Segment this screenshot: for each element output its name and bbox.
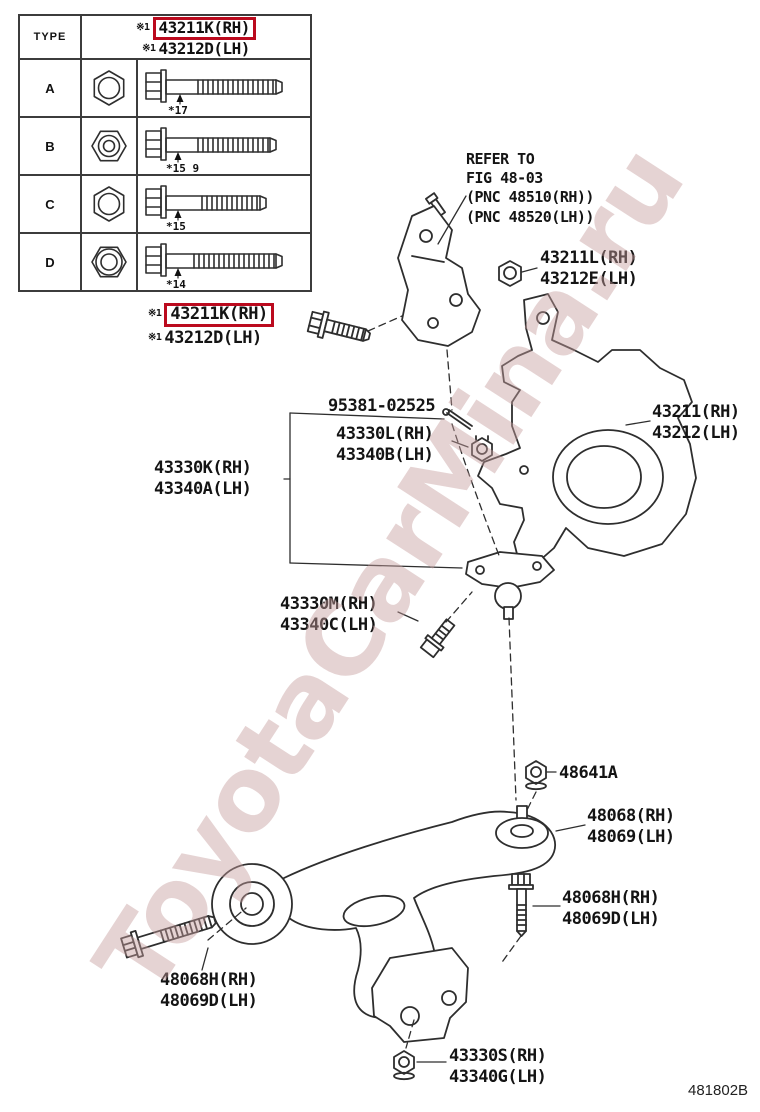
callout-arm-bolt-rear: 48068H(RH) 48069D(LH) <box>160 970 258 1011</box>
fender-apron-bracket-drawing <box>397 192 481 347</box>
callout-balljoint-assy: 43330K(RH) 43340A(LH) <box>154 458 252 499</box>
nut-c-cell <box>80 174 138 234</box>
bolt-b-dimension: *15 9 <box>166 162 199 174</box>
balljoint-nut-drawing <box>471 435 493 462</box>
nut-d-cell <box>80 232 138 292</box>
ref-mark: ※1 <box>148 331 162 343</box>
knuckle-nut-drawing <box>498 260 522 287</box>
type-b-cell: B <box>18 116 82 176</box>
part-number-lh: 43212D(LH) <box>164 327 262 348</box>
type-a-cell: A <box>18 58 82 118</box>
steering-knuckle-drawing <box>477 293 697 563</box>
arm-front-bolt-drawing <box>508 873 534 937</box>
spec-row-c: C *15 <box>18 174 312 234</box>
bolt-a-icon: *17 <box>145 69 283 116</box>
assembly-dashed-lines <box>207 315 537 1049</box>
nut-c-icon <box>93 186 125 222</box>
diagram-code: 481802B <box>688 1082 749 1099</box>
callout-balljoint-nut: 43330L(RH) 43340B(LH) <box>336 424 434 465</box>
spec-row-a: A *17 <box>18 58 312 118</box>
callout-knuckle: 43211(RH) 43212(LH) <box>652 402 740 443</box>
nut-a-icon <box>93 70 125 106</box>
nut-a-cell <box>80 58 138 118</box>
bolt-c-icon: *15 <box>145 185 267 232</box>
lower-control-arm-drawing <box>211 805 557 1043</box>
ref-mark: ※1 <box>136 21 150 33</box>
leader-lines <box>201 195 651 1063</box>
callout-arm-stud-nut: 48641A <box>559 763 618 783</box>
ref-mark: ※1 <box>142 42 156 54</box>
bracket-bolt-drawing <box>306 310 371 342</box>
bolt-d-icon: *14 <box>145 243 283 290</box>
callout-refer-to: REFER TO FIG 48-03 (PNC 48510(RH)) (PNC … <box>466 150 594 226</box>
pin-drawing <box>442 408 473 430</box>
callout-arm-bolt-front: 48068H(RH) 48069D(LH) <box>562 888 660 929</box>
type-c-cell: C <box>18 174 82 234</box>
callout-lower-arm: 48068(RH) 48069(LH) <box>587 806 675 847</box>
bolt-c-dimension: *15 <box>166 220 186 232</box>
spec-row-d: D *14 <box>18 232 312 292</box>
bolt-d-cell: *14 <box>136 232 312 292</box>
arm-rear-bolt-drawing <box>120 915 217 959</box>
spec-row-b: B *15 9 <box>18 116 312 176</box>
callout-cotter-pin: 95381-02525 <box>328 396 436 416</box>
balljoint-bolt-drawing <box>419 618 456 659</box>
ref-mark: ※1 <box>148 308 162 319</box>
bolt-c-cell: *15 <box>136 174 312 234</box>
bolt-a-cell: *17 <box>136 58 312 118</box>
nut-b-cell <box>80 116 138 176</box>
part-number-rh-highlight: 43211K(RH) <box>164 303 274 327</box>
bolt-a-dimension: *17 <box>168 104 188 116</box>
arm-rear-nut-drawing <box>393 1050 415 1081</box>
callout-arm-rear-nut: 43330S(RH) 43340G(LH) <box>449 1046 547 1087</box>
callout-knuckle-nut: 43211L(RH) 43212E(LH) <box>540 248 638 289</box>
bolt-b-icon: *15 9 <box>145 127 277 174</box>
type-header-cell: TYPE <box>18 14 82 60</box>
callout-balljoint-bolt: 43330M(RH) 43340C(LH) <box>280 594 378 635</box>
type-d-cell: D <box>18 232 82 292</box>
bolt-b-cell: *15 9 <box>136 116 312 176</box>
ball-joint-drawing <box>465 551 555 620</box>
part-number-rh-highlight: 43211K(RH) <box>152 16 256 40</box>
nut-d-icon <box>91 246 127 278</box>
bolt-d-dimension: *14 <box>166 278 186 290</box>
part-number-lh: 43212D(LH) <box>158 38 251 58</box>
nut-b-icon <box>91 130 127 162</box>
arm-stud-nut-drawing <box>525 760 547 791</box>
